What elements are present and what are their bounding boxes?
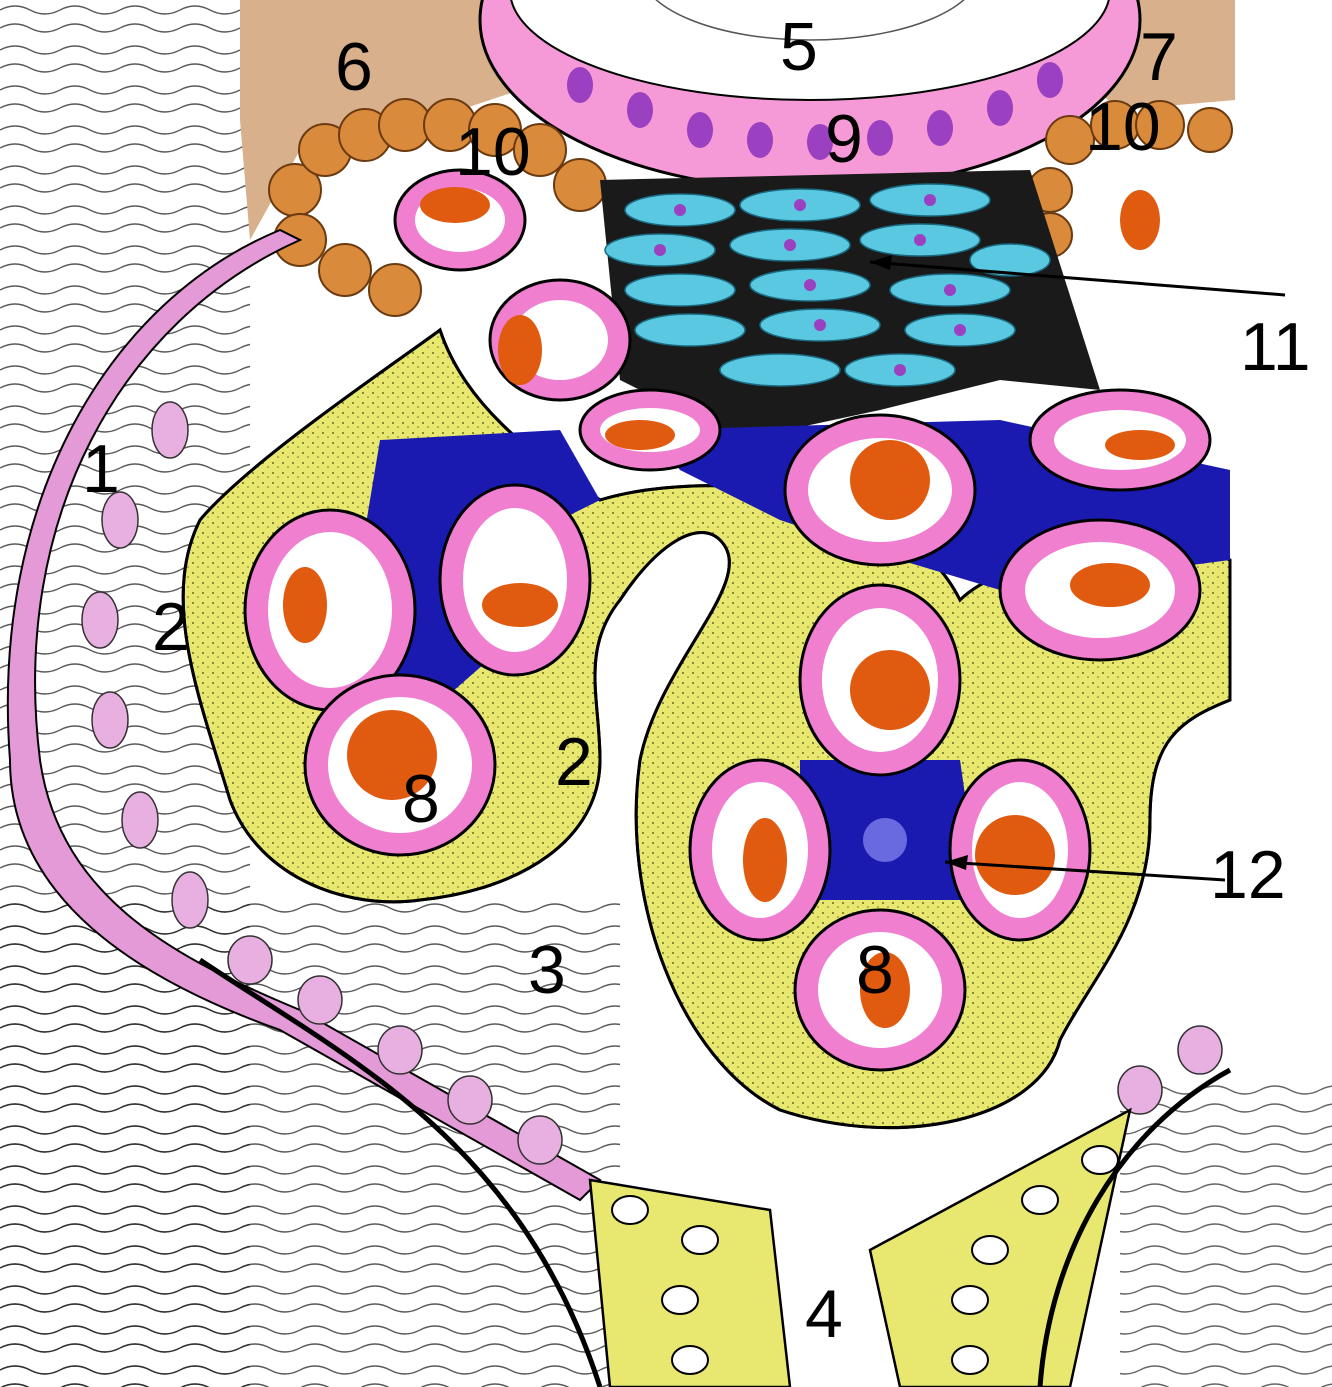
label-8b: 8 (856, 932, 894, 1008)
columnar-epithelium (590, 1110, 1130, 1387)
label-7: 7 (1140, 19, 1178, 95)
label-4: 4 (805, 1276, 843, 1352)
label-5: 5 (780, 9, 818, 85)
label-1: 1 (82, 431, 120, 507)
label-12: 12 (1210, 837, 1286, 913)
label-2a: 2 (152, 589, 190, 665)
label-8a: 8 (402, 761, 440, 837)
stroma-cell-nucleus (863, 818, 907, 862)
label-11: 11 (1240, 309, 1311, 385)
label-3: 3 (528, 932, 566, 1008)
label-9: 9 (825, 101, 863, 177)
label-10b: 10 (1085, 89, 1161, 165)
label-10a: 10 (455, 114, 531, 190)
label-6: 6 (335, 29, 373, 105)
label-2b: 2 (555, 724, 593, 800)
